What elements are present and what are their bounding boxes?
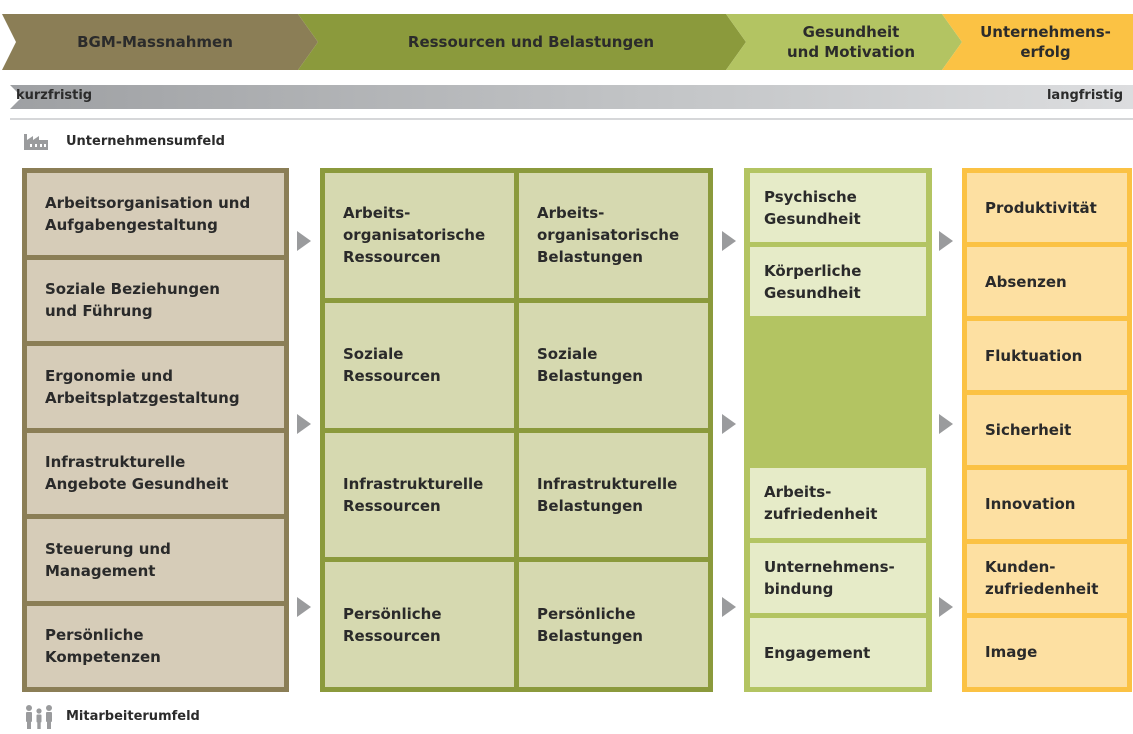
measures-column: Arbeitsorganisation und Aufgabengestaltu…: [22, 168, 289, 692]
stage-label: Gesundheit und Motivation: [786, 23, 916, 61]
measure-cell: Persönliche Kompetenzen: [27, 605, 284, 687]
flow-arrow-icon: [722, 597, 736, 617]
health-cell: Unternehmens- bindung: [750, 543, 926, 613]
environment-top-label: Unternehmensumfeld: [66, 134, 225, 149]
burden-cell: Infrastrukturelle Belastungen: [519, 432, 708, 558]
success-cell: Kunden- zufriedenheit: [967, 543, 1127, 613]
success-cell: Absenzen: [967, 247, 1127, 317]
success-cell: Innovation: [967, 469, 1127, 539]
burden-cell: Arbeits- organisatorische Belastungen: [519, 173, 708, 298]
stage-gesundheit-motivation: Gesundheit und Motivation: [726, 14, 962, 70]
stage-label: Unternehmens- erfolg: [980, 23, 1111, 61]
stage-label: BGM-Massnahmen: [77, 33, 233, 51]
success-column: Produktivität Absenzen Fluktuation Siche…: [962, 168, 1132, 692]
flow-arrow-icon: [297, 414, 311, 434]
stage-bgm-massnahmen: BGM-Massnahmen: [2, 14, 318, 70]
resource-cell: Infrastrukturelle Ressourcen: [325, 432, 514, 558]
health-cell: Arbeits- zufriedenheit: [750, 468, 926, 538]
flow-arrow-icon: [939, 597, 953, 617]
environment-bottom-label: Mitarbeiterumfeld: [66, 709, 200, 724]
success-cell: Produktivität: [967, 173, 1127, 243]
flow-arrow-icon: [297, 231, 311, 251]
resource-cell: Soziale Ressourcen: [325, 302, 514, 428]
measure-cell: Ergonomie und Arbeitsplatzgestaltung: [27, 346, 284, 428]
health-cell: Psychische Gesundheit: [750, 173, 926, 242]
flow-arrow-icon: [722, 231, 736, 251]
measure-cell: Soziale Beziehungen und Führung: [27, 259, 284, 341]
resources-burdens-column: Arbeits- organisatorische Ressourcen Arb…: [320, 168, 713, 692]
health-cell: Körperliche Gesundheit: [750, 247, 926, 316]
health-cell: Engagement: [750, 618, 926, 687]
stage-label: Ressourcen und Belastungen: [407, 33, 655, 51]
measure-cell: Arbeitsorganisation und Aufgabengestaltu…: [27, 173, 284, 255]
success-cell: Image: [967, 617, 1127, 687]
burden-cell: Soziale Belastungen: [519, 302, 708, 428]
resource-cell: Persönliche Ressourcen: [325, 562, 514, 687]
flow-arrow-icon: [939, 231, 953, 251]
burden-cell: Persönliche Belastungen: [519, 562, 708, 687]
people-icon: [26, 705, 52, 729]
resource-cell: Arbeits- organisatorische Ressourcen: [325, 173, 514, 298]
flow-arrow-icon: [939, 414, 953, 434]
stage-unternehmenserfolg: Unternehmens- erfolg: [942, 14, 1133, 70]
timeline-bar: [10, 85, 1133, 109]
measure-cell: Steuerung und Management: [27, 519, 284, 601]
success-cell: Sicherheit: [967, 395, 1127, 465]
timeline-start-label: kurzfristig: [16, 88, 93, 103]
stage-ressourcen-belastungen: Ressourcen und Belastungen: [298, 14, 746, 70]
factory-icon: [24, 134, 48, 150]
measure-cell: Infrastrukturelle Angebote Gesundheit: [27, 432, 284, 514]
flow-arrow-icon: [722, 414, 736, 434]
success-cell: Fluktuation: [967, 321, 1127, 391]
health-motivation-column: Psychische Gesundheit Körperliche Gesund…: [744, 168, 932, 692]
divider: [10, 118, 1133, 120]
flow-arrow-icon: [297, 597, 311, 617]
timeline-end-label: langfristig: [1046, 88, 1123, 103]
